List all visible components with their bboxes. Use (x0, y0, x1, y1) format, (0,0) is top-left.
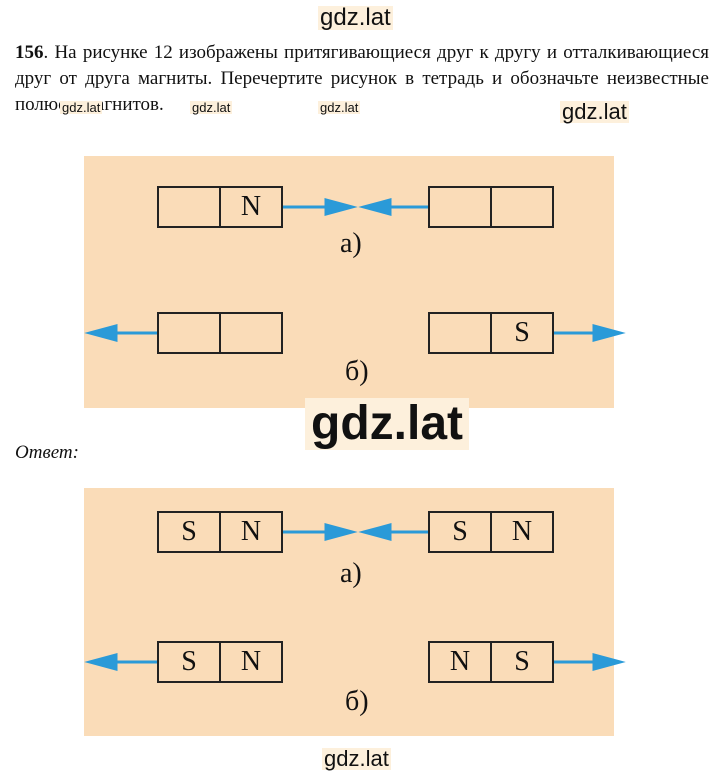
watermark-big: gdz.lat (305, 398, 469, 450)
watermark-bottom: gdz.lat (322, 746, 391, 771)
answer-a-right-magnet: S N (428, 511, 554, 553)
magnet-pole (490, 188, 552, 226)
magnet-pole: N (219, 188, 281, 226)
answer-a-caption: а) (340, 558, 362, 589)
question-a-caption: а) (340, 228, 362, 259)
question-b-right-magnet: S (428, 312, 554, 354)
magnet-pole: S (181, 646, 197, 677)
answer-b-left-magnet: S N (157, 641, 283, 683)
answer-a-left-magnet: S N (157, 511, 283, 553)
magnet-pole: S (452, 516, 468, 547)
magnet-pole (219, 314, 281, 352)
question-b-left-magnet (157, 312, 283, 354)
watermark-top: gdz.lat (318, 4, 393, 31)
watermark-small-1: gdz.lat (60, 100, 103, 115)
watermark-small-2: gdz.lat (190, 100, 233, 115)
magnet-pole: S (490, 314, 552, 352)
magnet-pole (430, 188, 490, 226)
question-a-left-magnet: N (157, 186, 283, 228)
magnet-pole (159, 188, 219, 226)
answer-label: Ответ: (15, 442, 79, 463)
magnet-pole: N (219, 643, 281, 681)
magnet-pole (159, 314, 219, 352)
task-number: 156 (15, 42, 44, 63)
question-a-right-magnet (428, 186, 554, 228)
answer-b-caption: б) (345, 686, 369, 717)
watermark-medium: gdz.lat (560, 99, 629, 124)
magnet-pole: S (490, 643, 552, 681)
question-b-caption: б) (345, 356, 369, 387)
magnet-pole: N (449, 646, 471, 677)
watermark-small-3: gdz.lat (318, 100, 361, 115)
answer-b-right-magnet: N S (428, 641, 554, 683)
magnet-pole: S (181, 516, 197, 547)
magnet-pole: N (490, 513, 552, 551)
magnet-pole (430, 314, 490, 352)
figure-question-panel (84, 156, 614, 408)
magnet-pole: N (219, 513, 281, 551)
